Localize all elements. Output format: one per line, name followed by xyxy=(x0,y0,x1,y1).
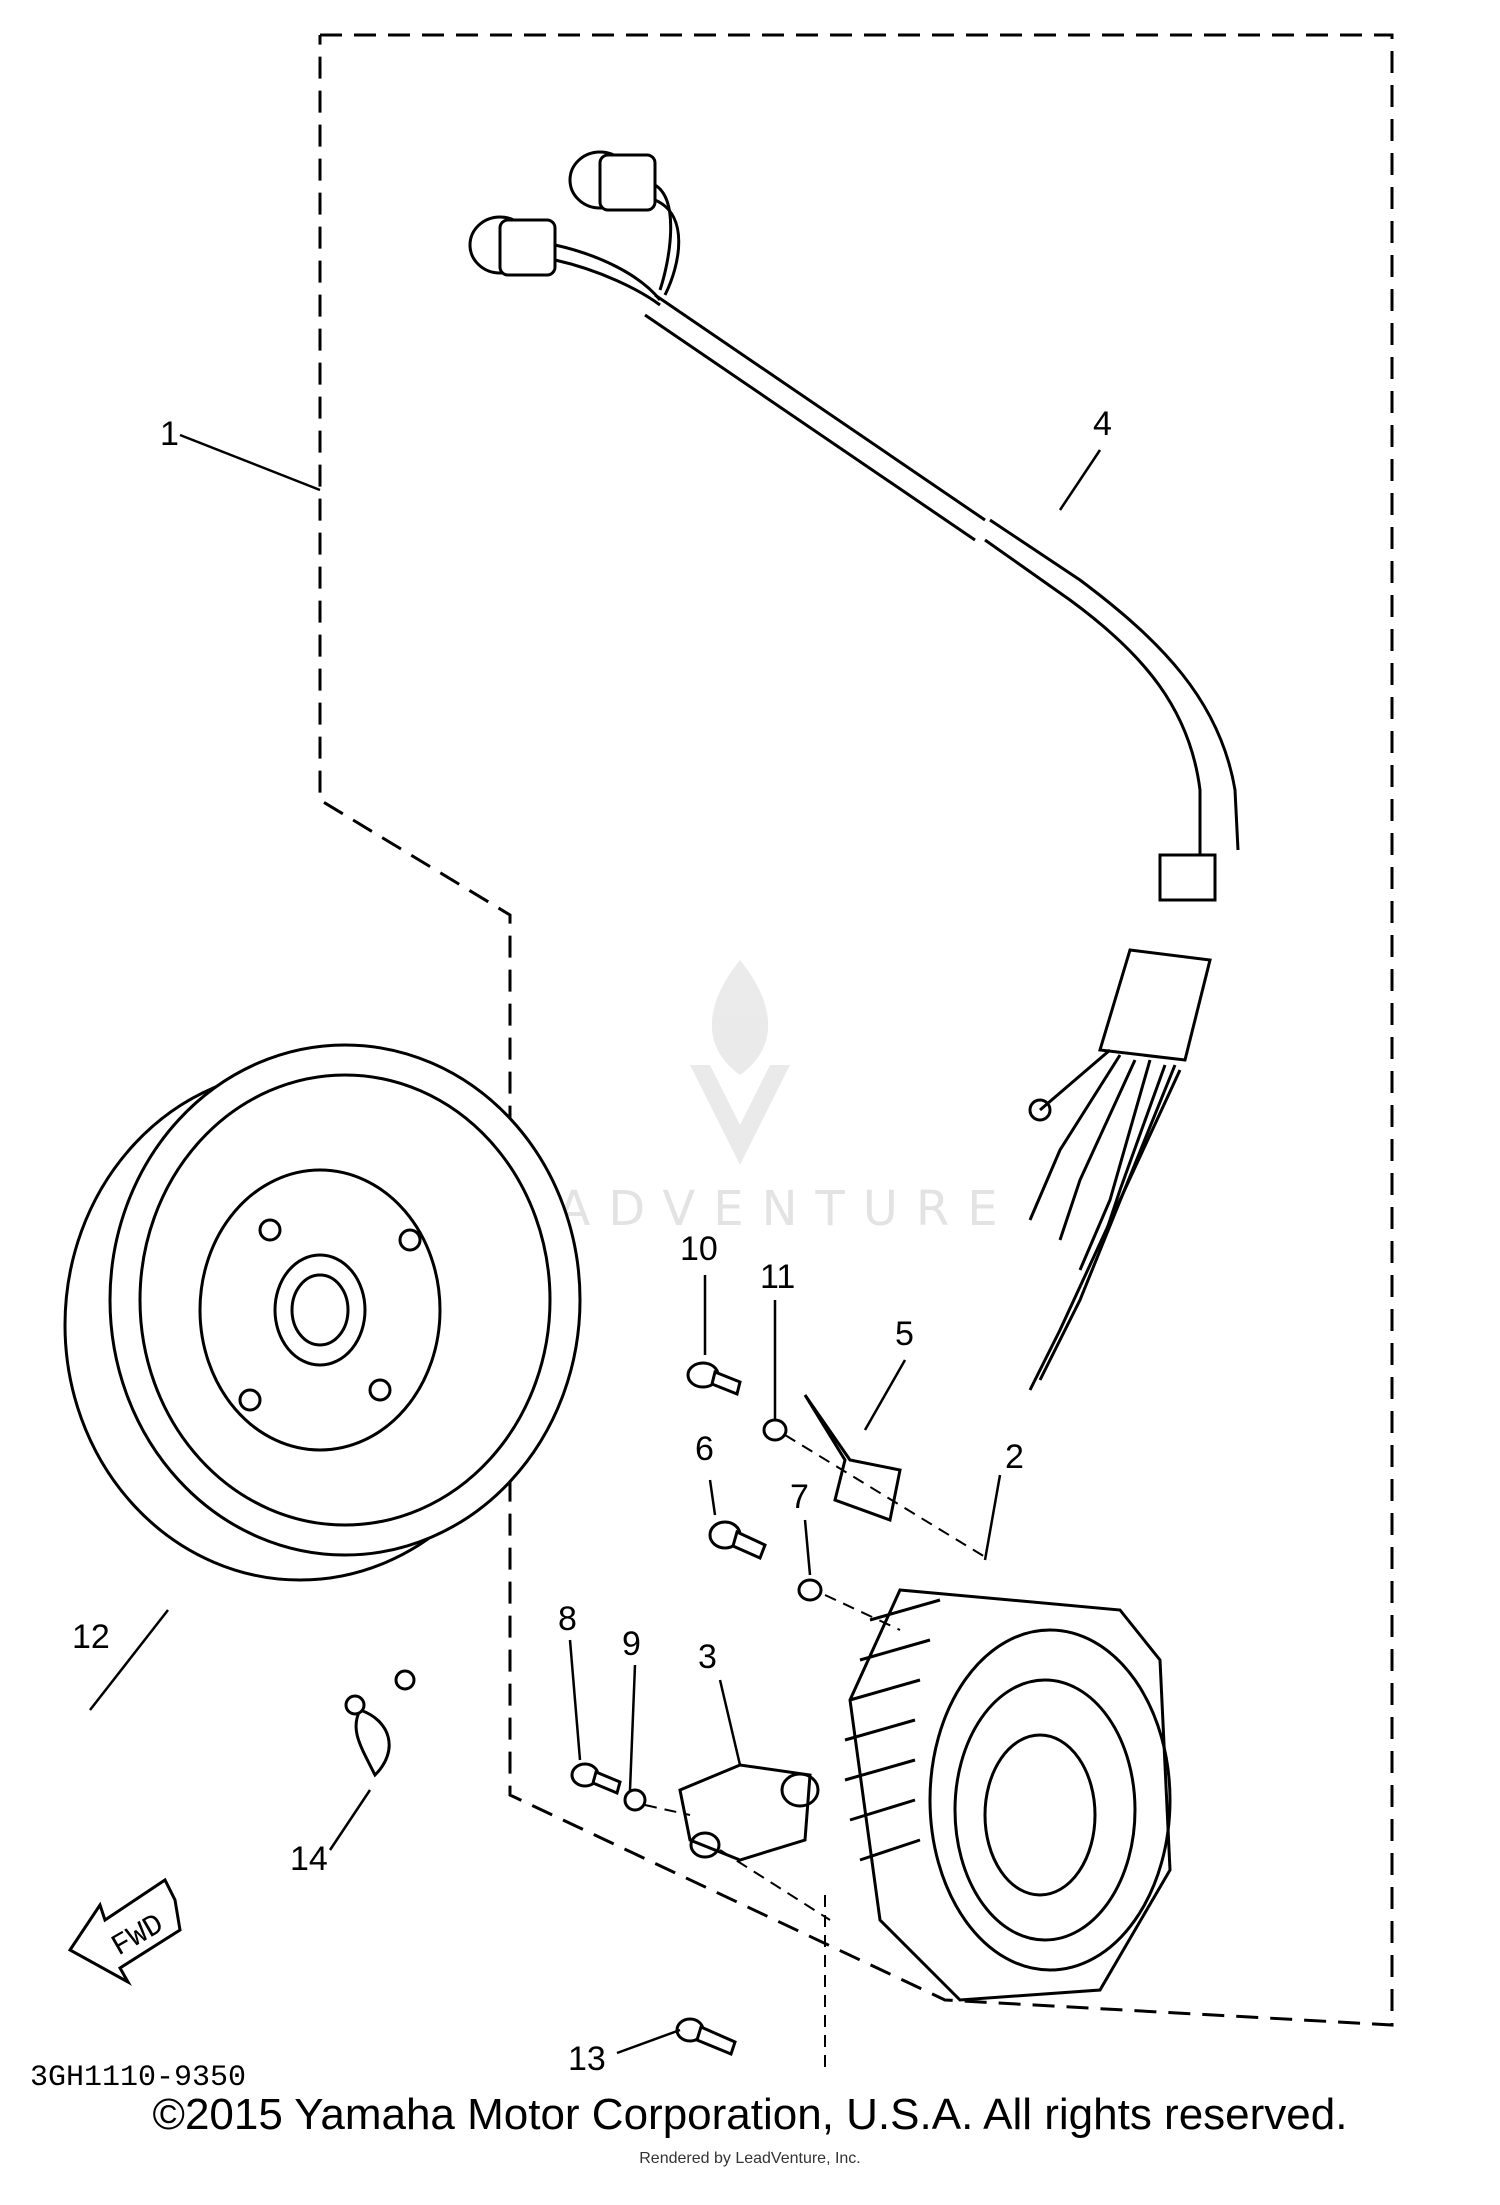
flywheel-rotor xyxy=(63,1043,582,1582)
callout-12: 12 xyxy=(72,1618,110,1656)
copyright-notice: ©2015 Yamaha Motor Corporation, U.S.A. A… xyxy=(152,2090,1348,2139)
callouts: 1 2 3 4 5 6 7 8 9 10 11 12 13 14 xyxy=(72,405,1112,2078)
watermark-flame-icon xyxy=(711,960,769,1075)
wire-harness xyxy=(468,150,1240,1391)
fwd-arrow: FWD xyxy=(67,1877,182,1986)
diagram-code: 3GH1110-9350 xyxy=(30,2061,246,2095)
callout-13: 13 xyxy=(568,2040,606,2078)
pickup-coil xyxy=(678,1763,820,1862)
callout-6: 6 xyxy=(695,1430,714,1468)
callout-8: 8 xyxy=(558,1600,577,1638)
fwd-arrow-icon xyxy=(67,1877,182,1986)
callout-3: 3 xyxy=(698,1638,717,1676)
callout-1: 1 xyxy=(160,415,179,453)
rendered-by-note: Rendered by LeadVenture, Inc. xyxy=(639,2150,861,2167)
callout-10: 10 xyxy=(680,1230,718,1268)
callout-11: 11 xyxy=(760,1258,795,1296)
watermark-v-icon xyxy=(690,1065,790,1165)
washer-11 xyxy=(762,1418,788,1442)
callout-14: 14 xyxy=(290,1840,328,1878)
callout-5: 5 xyxy=(895,1315,914,1353)
assembly-boundary xyxy=(318,33,1394,2027)
callout-2: 2 xyxy=(1005,1438,1024,1476)
fasteners xyxy=(344,1361,823,2056)
clip-14 xyxy=(354,1708,391,1778)
lead-bracket xyxy=(803,1394,902,1523)
washer-9 xyxy=(623,1788,647,1812)
washer-7 xyxy=(797,1578,823,1602)
callout-9: 9 xyxy=(622,1625,641,1663)
alignment-lines xyxy=(644,1434,991,2070)
callout-7: 7 xyxy=(790,1478,809,1516)
stator xyxy=(844,1588,1172,2002)
callout-4: 4 xyxy=(1093,405,1112,443)
leader-lines xyxy=(89,433,1102,2055)
